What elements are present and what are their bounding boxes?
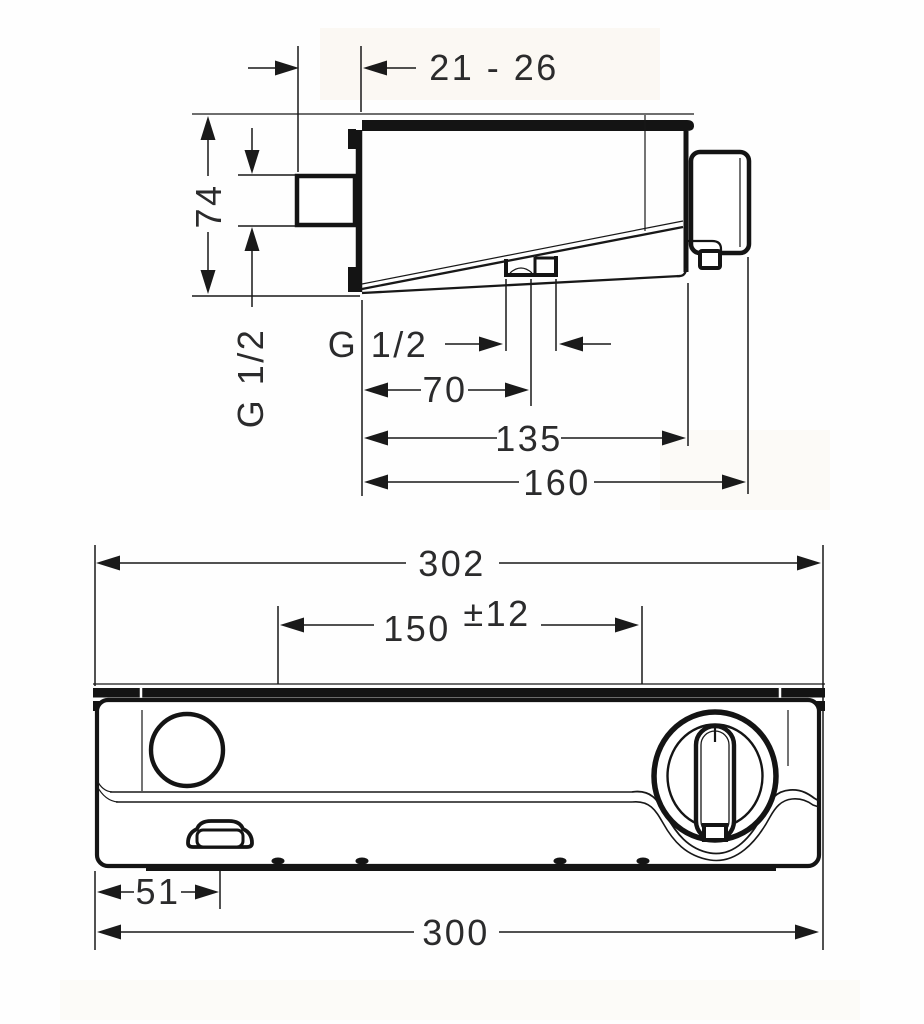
knob-cradle-inner xyxy=(631,798,820,862)
side-check-valve xyxy=(698,249,722,270)
dim-supply-thread: G 1/2 xyxy=(230,128,296,428)
dim-outlet-thread: G 1/2 xyxy=(328,324,611,365)
front-view: 302 150 ±12 xyxy=(93,543,825,953)
front-body xyxy=(94,697,822,871)
side-extension-lines xyxy=(361,257,749,496)
knob-safety-button xyxy=(702,823,728,842)
dim-150: 150 ±12 xyxy=(280,593,639,649)
front-outlet xyxy=(186,819,254,849)
dim-70: 70 xyxy=(364,369,529,410)
dim-51-label: 51 xyxy=(135,871,180,912)
dim-302-label: 302 xyxy=(418,543,486,584)
dim-135-label: 135 xyxy=(495,418,563,459)
side-body xyxy=(348,115,689,295)
dim-160: 160 xyxy=(364,462,746,503)
side-view: 21 - 26 74 G 1/2 xyxy=(188,46,752,503)
screw-dots xyxy=(271,857,650,865)
side-outlet xyxy=(504,256,558,277)
supply-pipe xyxy=(294,173,358,228)
dim-302: 302 xyxy=(96,543,821,584)
height-label: 74 xyxy=(188,183,229,228)
dim-150-tolerance-label: ±12 xyxy=(463,593,530,634)
paper-tint xyxy=(60,28,860,1020)
supply-thread-label: G 1/2 xyxy=(230,328,271,429)
dim-wall-distance: 21 - 26 xyxy=(248,46,559,172)
dim-300: 300 xyxy=(97,912,819,953)
dim-51: 51 xyxy=(97,871,219,912)
dim-height-74: 74 xyxy=(188,116,360,297)
select-button xyxy=(148,711,226,789)
dim-160-label: 160 xyxy=(523,462,591,503)
outlet-thread-label: G 1/2 xyxy=(328,324,429,365)
dim-70-label: 70 xyxy=(422,369,467,410)
dim-150-label: 150 xyxy=(383,608,451,649)
side-shelf-plate xyxy=(192,113,694,131)
dim-300-label: 300 xyxy=(422,912,490,953)
dim-135: 135 xyxy=(364,418,686,459)
front-knob xyxy=(651,709,779,843)
side-knob xyxy=(687,149,752,270)
wall-distance-label: 21 - 26 xyxy=(429,47,559,88)
